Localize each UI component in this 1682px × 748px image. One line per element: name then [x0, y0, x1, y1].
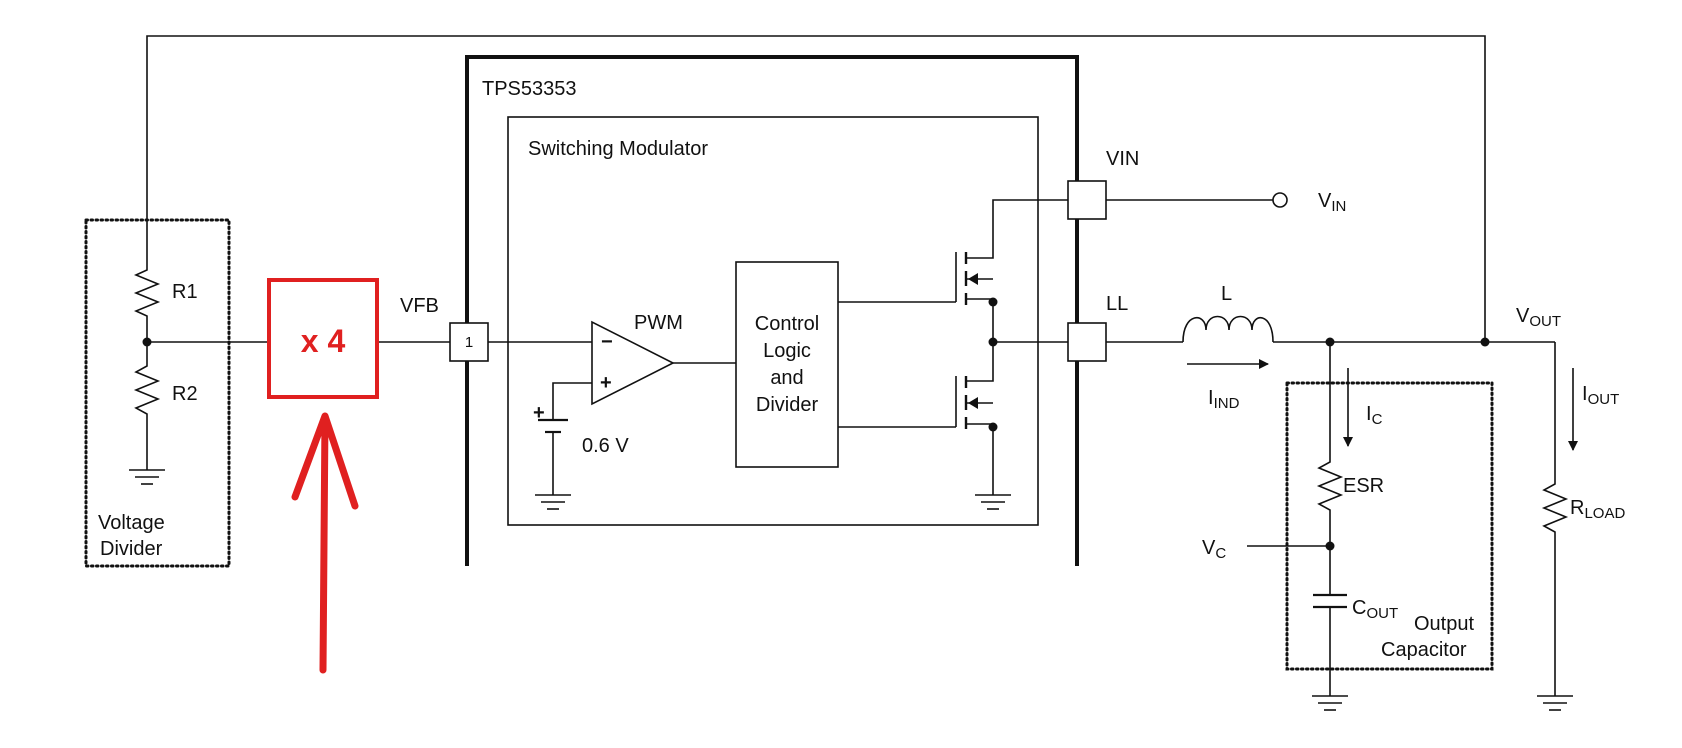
control-line1: Control	[755, 313, 819, 335]
chip-outline	[465, 55, 1079, 566]
esr-resistor-icon	[1316, 342, 1344, 595]
control-logic-box	[735, 261, 839, 468]
vin-pin	[1067, 180, 1107, 220]
reference-wire	[552, 382, 592, 495]
output-capacitor-box	[1285, 381, 1494, 671]
esr-label: ESR	[1343, 475, 1384, 497]
chip-name: TPS53353	[482, 78, 577, 100]
inductor-label: L	[1221, 283, 1232, 305]
low-side-mosfet-icon	[838, 342, 998, 495]
pwm-comparator-icon	[591, 320, 675, 406]
reference-value: 0.6 V	[582, 435, 629, 457]
cap-current-label: IC	[1366, 403, 1383, 428]
cout-label: COUT	[1352, 597, 1398, 622]
load-resistor-icon	[1541, 342, 1569, 696]
cap-ground-icon	[1312, 695, 1348, 711]
divider-label-line2: Divider	[100, 538, 163, 560]
vc-label: VC	[1202, 537, 1226, 562]
control-line3: and	[770, 367, 803, 389]
modulator-label: Switching Modulator	[528, 138, 708, 160]
amp-minus: −	[601, 331, 613, 353]
voltage-divider-box	[84, 218, 231, 568]
amp-plus: +	[600, 372, 612, 394]
reference-ground-icon	[535, 494, 571, 510]
high-side-mosfet-icon	[838, 199, 1068, 342]
ll-pin	[1067, 322, 1107, 362]
load-current-label: IOUT	[1582, 383, 1619, 408]
ll-pin-label: LL	[1106, 293, 1128, 315]
vfb-pin-number: 1	[465, 334, 473, 351]
reference-plus: +	[533, 402, 545, 424]
inductor-icon	[1182, 315, 1274, 343]
divider-ground-icon	[129, 469, 165, 485]
vin-pin-label: VIN	[1106, 148, 1139, 170]
r2-label: R2	[172, 383, 198, 405]
control-line2: Logic	[763, 340, 811, 362]
gain-annotation-box	[267, 278, 379, 399]
output-capacitor-label-line1: Output	[1414, 613, 1474, 635]
control-line4: Divider	[756, 394, 819, 416]
resistor-r2	[133, 342, 161, 470]
resistor-r1	[133, 265, 161, 342]
load-ground-icon	[1537, 695, 1573, 711]
r1-label: R1	[172, 281, 198, 303]
vout-node	[1480, 337, 1490, 347]
inductor-current-label: IIND	[1208, 387, 1240, 412]
gain-annotation-text: x 4	[301, 323, 346, 359]
feedback-wire	[146, 35, 1486, 342]
divider-label-line1: Voltage	[98, 512, 165, 534]
pwm-label: PWM	[634, 312, 683, 334]
switch-ground-icon	[975, 494, 1011, 510]
vin-terminal-icon	[1272, 192, 1288, 208]
vout-label: VOUT	[1516, 305, 1561, 330]
output-capacitor-label-line2: Capacitor	[1381, 639, 1467, 661]
vfb-pin-label: VFB	[400, 295, 439, 317]
load-resistor-label: RLOAD	[1570, 497, 1625, 522]
modulator-box	[507, 116, 1039, 526]
annotation-arrow	[291, 412, 359, 674]
vin-source-label: VIN	[1318, 190, 1346, 215]
